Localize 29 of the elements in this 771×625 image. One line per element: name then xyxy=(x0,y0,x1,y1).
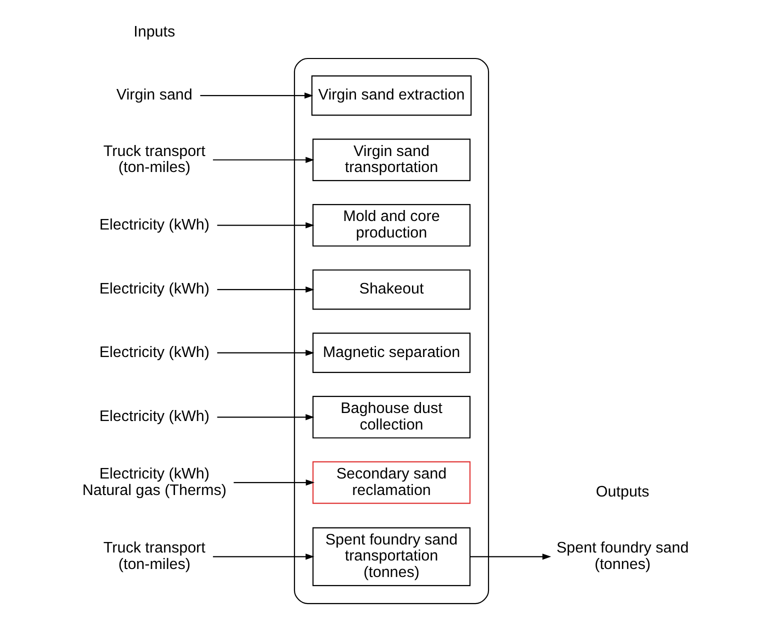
node-text: Virgin sand xyxy=(116,86,192,104)
arrow xyxy=(470,554,552,560)
node-text: Truck transport (ton-miles) xyxy=(103,142,206,176)
arrow xyxy=(217,222,314,228)
node-text: Spent foundry sand (tonnes) xyxy=(556,540,689,573)
node-box: Mold and core production xyxy=(312,204,471,247)
arrow xyxy=(217,414,314,420)
node-box: Magnetic separation xyxy=(312,332,471,373)
node-text: Truck transport (ton-miles) xyxy=(103,540,206,573)
arrow xyxy=(212,156,314,163)
node-text: Electricity (kWh) Natural gas (Therms) xyxy=(82,465,226,499)
label: Inputs xyxy=(134,23,176,40)
arrow xyxy=(234,480,315,486)
arrow xyxy=(217,286,314,293)
arrow xyxy=(217,350,314,356)
node-box: Spent foundry sand transportation (tonnes) xyxy=(312,527,471,586)
cluster xyxy=(294,58,490,604)
arrow xyxy=(212,554,314,560)
node-text: Electricity (kWh) xyxy=(99,344,210,361)
node-box: Shakeout xyxy=(312,269,471,310)
node-box: Baghouse dust collection xyxy=(312,396,471,438)
node-box: Virgin sand extraction xyxy=(311,75,472,116)
node-text: Electricity (kWh) xyxy=(99,216,210,234)
node-text: Electricity (kWh) xyxy=(99,280,210,298)
node-box: Virgin sand transportation xyxy=(312,138,471,182)
label: Outputs xyxy=(596,483,650,500)
arrow xyxy=(200,92,314,99)
node-text: Electricity (kWh) xyxy=(99,408,210,426)
node-box: Secondary sand reclamation xyxy=(312,461,471,504)
